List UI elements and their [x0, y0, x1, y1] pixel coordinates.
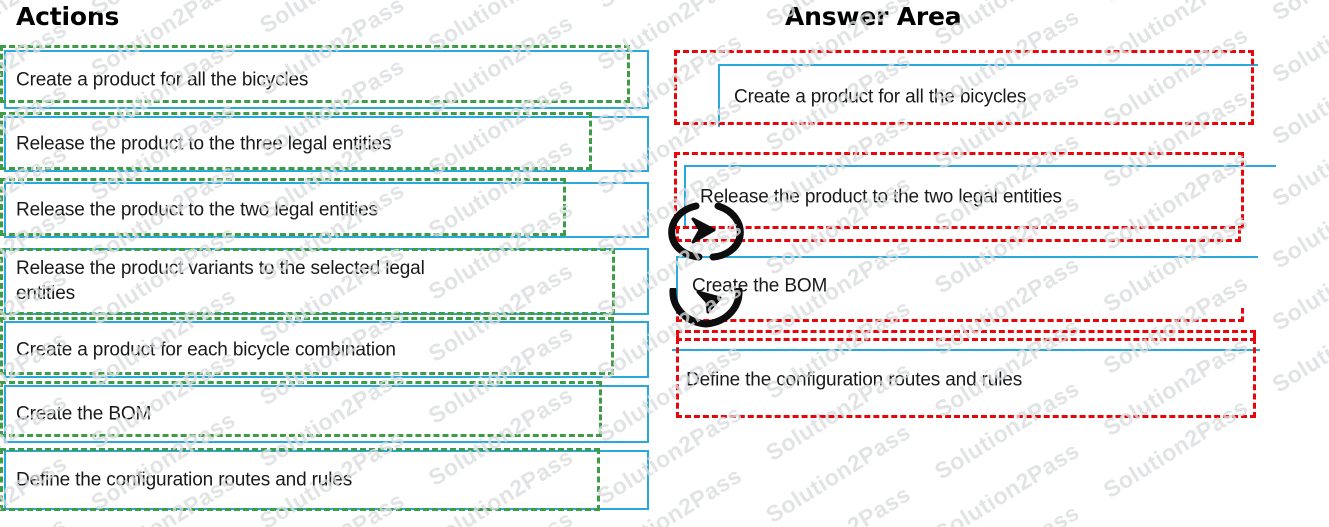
- action-item-7[interactable]: Define the configuration routes and rule…: [4, 450, 649, 510]
- action-item-3-label: Release the product to the two legal ent…: [16, 199, 378, 221]
- action-item-7-label: Define the configuration routes and rule…: [16, 469, 353, 491]
- action-item-4[interactable]: Release the product variants to the sele…: [4, 248, 649, 315]
- action-item-5[interactable]: Create a product for each bicycle combin…: [4, 321, 649, 378]
- answer-item-1[interactable]: Create a product for all the bicycles: [718, 64, 1258, 127]
- action-item-1-label: Create a product for all the bicycles: [16, 69, 309, 90]
- actions-column-title: Actions: [16, 2, 120, 31]
- answer-item-4[interactable]: Define the configuration routes and rule…: [672, 349, 1260, 409]
- answer-item-4-label: Define the configuration routes and rule…: [686, 369, 1023, 391]
- action-item-2[interactable]: Release the product to the three legal e…: [4, 116, 649, 172]
- action-item-1[interactable]: Create a product for all the bicycles: [4, 50, 649, 109]
- action-item-3[interactable]: Release the product to the two legal ent…: [4, 182, 649, 238]
- answer-item-2-label: Release the product to the two legal ent…: [700, 186, 1062, 207]
- action-item-5-label: Create a product for each bicycle combin…: [16, 339, 396, 360]
- watermark-text: Solution2PassSolution2PassSolution2PassS…: [0, 0, 1329, 27]
- action-item-2-label: Release the product to the three legal e…: [16, 133, 392, 155]
- answer-area-title: Answer Area: [785, 2, 962, 31]
- action-item-6-label: Create the BOM: [16, 403, 152, 425]
- annotation-red-answer-3-lower: [676, 330, 1256, 342]
- answer-item-3[interactable]: Create the BOM: [676, 256, 1258, 314]
- answer-item-2[interactable]: Release the product to the two legal ent…: [684, 165, 1276, 226]
- action-item-6[interactable]: Create the BOM: [4, 385, 649, 443]
- answer-item-3-label: Create the BOM: [692, 275, 828, 297]
- action-item-4-label: Release the product variants to the sele…: [16, 258, 425, 304]
- annotation-red-answer-2-lower: [676, 228, 1241, 242]
- answer-item-1-label: Create a product for all the bicycles: [734, 86, 1027, 107]
